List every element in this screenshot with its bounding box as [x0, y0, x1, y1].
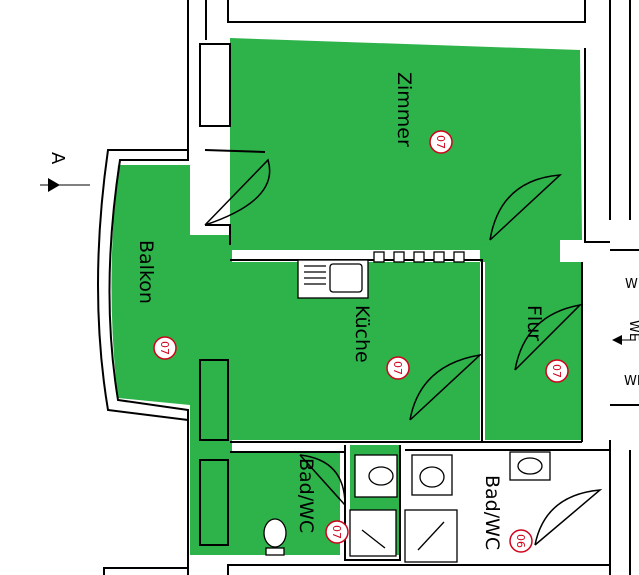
label-balkon: Balkon — [135, 240, 157, 304]
marker-kueche: 07 — [391, 361, 404, 375]
label-bad2: Bad/WC — [481, 475, 503, 550]
marker-zimmer: 07 — [434, 135, 447, 149]
doors — [204, 158, 603, 546]
edge-label-top: WE — [625, 277, 639, 292]
label-zimmer: Zimmer — [393, 72, 415, 147]
door-bad1 — [299, 454, 346, 507]
door-flur-entry — [514, 303, 583, 371]
door-bad2 — [534, 489, 603, 546]
fixtures — [263, 251, 551, 563]
room-markers: 07 07 07 07 07 06 — [153, 130, 569, 553]
bad1-area — [232, 452, 340, 555]
edge-label-bottom: WE — [624, 374, 639, 389]
label-flur: Flur — [523, 305, 545, 341]
edge-label-mid: WE — [626, 320, 639, 341]
door-zimmer-balkon — [204, 158, 271, 226]
door-zimmer-flur — [489, 174, 563, 241]
label-bad1: Bad/WC — [295, 458, 317, 533]
marker-flur: 07 — [550, 364, 563, 378]
section-marker: A — [40, 152, 90, 192]
zimmer-area — [230, 38, 582, 262]
marker-bad2: 06 — [514, 534, 527, 548]
room-labels: Zimmer Balkon Küche Flur Bad/WC Bad/WC — [135, 72, 545, 550]
marker-bad1: 07 — [330, 525, 343, 539]
corridor-strip — [190, 235, 232, 555]
marker-balkon: 07 — [158, 341, 171, 355]
edge-labels: WE WE WE — [612, 277, 639, 389]
label-kueche: Küche — [351, 305, 373, 363]
walls — [97, 0, 639, 575]
door-kueche-flur — [409, 353, 483, 421]
section-letter: A — [47, 152, 68, 165]
